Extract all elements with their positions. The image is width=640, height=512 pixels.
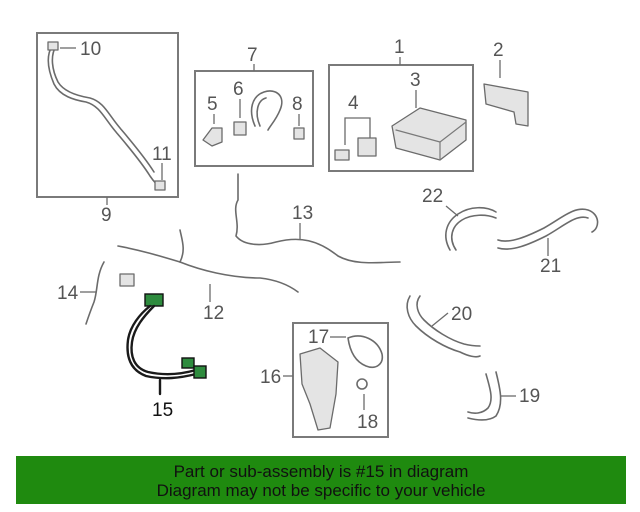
group-16-box: [292, 322, 389, 438]
valve-5: [202, 127, 223, 147]
banner-line-2: Diagram may not be specific to your vehi…: [156, 481, 486, 500]
pipe-20: [406, 295, 481, 358]
info-banner: Part or sub-assembly is #15 in diagram D…: [16, 456, 626, 504]
part-20: 20: [406, 295, 481, 358]
group-1: 1 3 4: [328, 37, 474, 172]
valve-4-b: [334, 149, 350, 161]
group-9: 10 11 9: [36, 32, 179, 226]
callout-14: 14: [57, 283, 79, 304]
sensor-14-plug: [119, 273, 135, 287]
callout-6: 6: [233, 79, 244, 100]
pipe-19: [467, 373, 492, 414]
sensor-15-wire-2: [130, 304, 198, 376]
part-13: 13: [234, 173, 401, 264]
callout-17: 17: [308, 327, 329, 348]
canister-3: [391, 107, 467, 161]
leader-20: [431, 312, 449, 327]
bracket-16: [299, 347, 339, 431]
part-19: 19: [467, 371, 540, 421]
callout-1: 1: [394, 37, 405, 58]
callout-21: 21: [540, 256, 561, 277]
leader-4: [344, 117, 371, 145]
hose-21-inner: [497, 216, 589, 250]
sensor-15-wire: [126, 304, 198, 380]
hose-13: [234, 173, 401, 264]
part-12: 12: [117, 229, 299, 324]
sensor-15-plug: [144, 293, 164, 307]
hose-22-inner: [450, 214, 497, 251]
clip-8: [293, 127, 305, 140]
hose-21: [497, 208, 599, 242]
callout-9: 9: [101, 205, 112, 226]
bracket-2: [483, 83, 529, 127]
callout-11: 11: [152, 144, 172, 165]
callout-16: 16: [260, 367, 281, 388]
sensor-15-body: [181, 357, 195, 369]
connector-11: [154, 180, 166, 191]
callout-8: 8: [292, 94, 303, 115]
callout-22: 22: [422, 186, 443, 207]
hose-9-line-inner: [51, 45, 155, 173]
banner-line-1: Part or sub-assembly is #15 in diagram: [173, 462, 469, 481]
clip-6: [233, 121, 247, 136]
group-16: 16 17 18: [260, 322, 389, 438]
leader-22: [445, 205, 459, 217]
hose-22: [445, 206, 497, 251]
callout-7: 7: [247, 45, 258, 66]
harness-12-branch: [179, 229, 184, 263]
callout-3: 3: [410, 70, 421, 91]
hose-7: [250, 90, 283, 131]
pipe-20-inner: [416, 295, 481, 347]
sensor-15-tip: [193, 365, 207, 379]
group-9-box: [36, 32, 179, 198]
callout-12: 12: [203, 303, 224, 324]
hose-7-inner: [256, 97, 267, 127]
part-15: 15: [126, 293, 207, 421]
group-1-box: [328, 64, 474, 172]
part-14: 14: [57, 261, 135, 325]
washer-18: [356, 378, 368, 390]
callout-15: 15: [152, 400, 173, 421]
harness-12: [117, 245, 299, 293]
pipe-19-inner: [467, 371, 502, 421]
callout-20: 20: [451, 304, 472, 325]
connector-10: [47, 41, 59, 51]
callout-18: 18: [357, 412, 378, 433]
parts-diagram: 10 11 9 7 5 6 8 1 3 4 2: [36, 32, 599, 438]
callout-5: 5: [207, 94, 218, 115]
group-7: 7 5 6 8: [194, 45, 314, 167]
hose-9-line: [47, 45, 163, 189]
callout-13: 13: [292, 203, 313, 224]
valve-4-a: [357, 137, 377, 157]
gasket-17: [347, 335, 384, 369]
part-2: 2: [483, 40, 529, 127]
callout-4: 4: [348, 93, 359, 114]
group-7-box: [194, 70, 314, 167]
part-21-22: 22 21: [422, 186, 599, 277]
callout-2: 2: [493, 40, 504, 61]
callout-19: 19: [519, 386, 540, 407]
sensor-14-wire: [85, 261, 105, 325]
callout-10: 10: [80, 39, 101, 60]
